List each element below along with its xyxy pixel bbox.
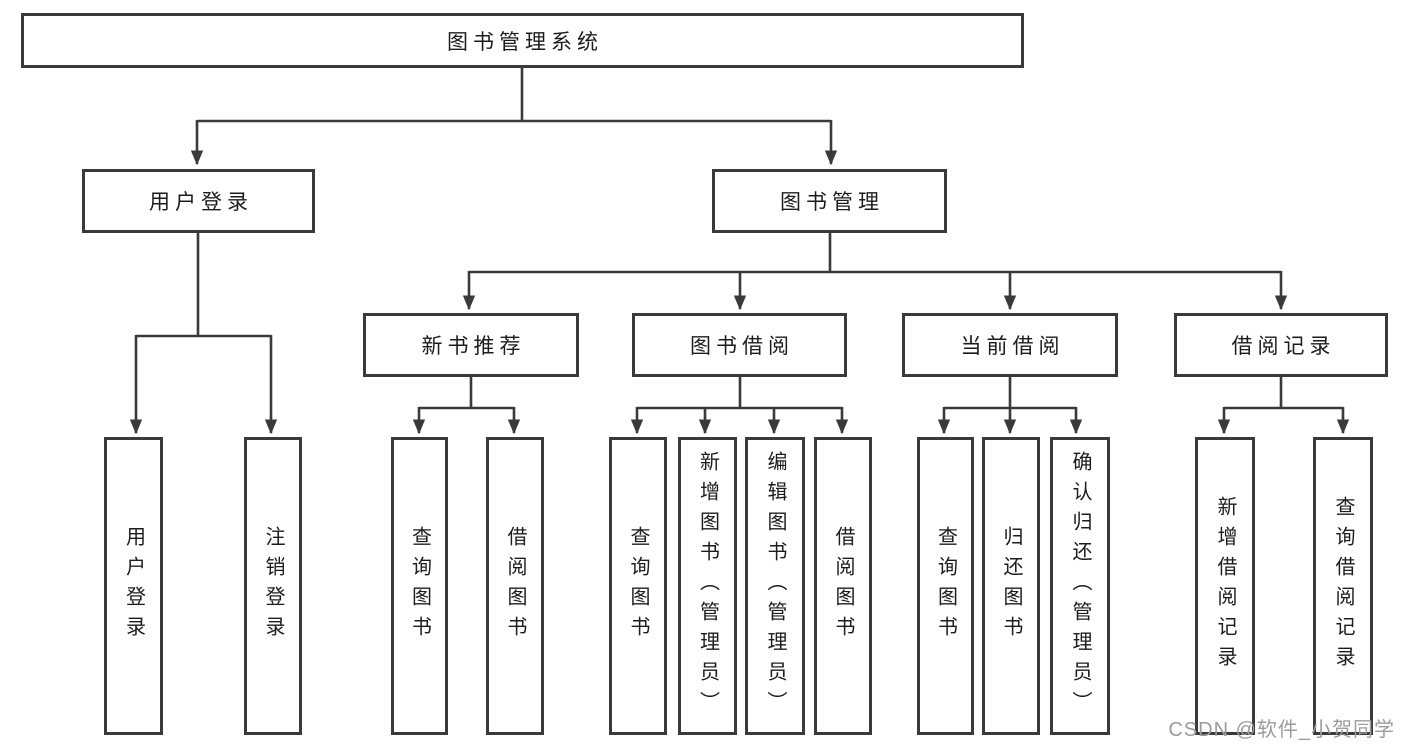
node-book-borrow: 图书借阅 <box>632 313 847 377</box>
leaf-logout: 注销登录 <box>244 437 302 735</box>
leaf-query-borrow-record: 查询借阅记录 <box>1313 437 1373 735</box>
leaf-query-books-recommend: 查询图书 <box>391 437 448 735</box>
leaf-borrow-books-recommend: 借阅图书 <box>486 437 544 735</box>
leaf-user-login: 用户登录 <box>104 437 163 735</box>
leaf-query-books-current: 查询图书 <box>917 437 974 735</box>
leaf-query-books: 查询图书 <box>609 437 667 735</box>
leaf-return-books: 归还图书 <box>982 437 1040 735</box>
leaf-confirm-return-admin: 确认归还（管理员） <box>1050 437 1110 735</box>
connector-skeleton <box>136 68 1343 410</box>
node-new-book-recommend: 新书推荐 <box>363 313 579 377</box>
node-borrow-record: 借阅记录 <box>1174 313 1388 377</box>
node-book-management: 图书管理 <box>712 169 947 233</box>
leaf-borrow-books: 借阅图书 <box>814 437 872 735</box>
node-current-borrow: 当前借阅 <box>902 313 1118 377</box>
leaf-add-books-admin: 新增图书（管理员） <box>678 437 737 735</box>
node-root: 图书管理系统 <box>21 13 1024 68</box>
watermark: CSDN @软件_小贺同学 <box>1168 719 1395 741</box>
leaf-add-borrow-record: 新增借阅记录 <box>1195 437 1255 735</box>
leaf-edit-books-admin: 编辑图书（管理员） <box>745 437 805 735</box>
node-user-login: 用户登录 <box>82 169 315 233</box>
